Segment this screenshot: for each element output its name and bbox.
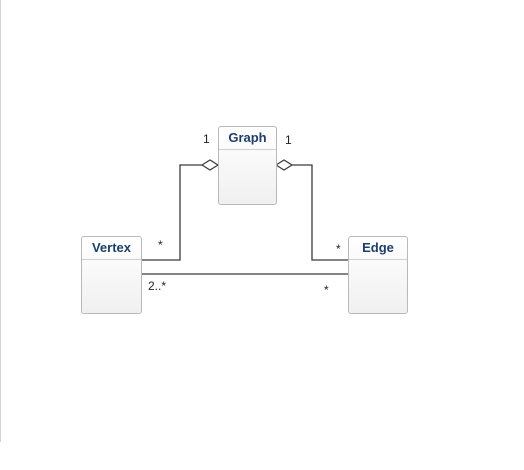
- multiplicity-graph-right: 1: [285, 133, 292, 147]
- aggregation-graph-edge: [292, 164, 348, 261]
- class-edge[interactable]: Edge: [348, 236, 408, 314]
- aggregation-diamond-left: [200, 159, 220, 171]
- multiplicity-edge-bottom: *: [324, 283, 329, 297]
- class-edge-name: Edge: [349, 237, 407, 260]
- class-graph[interactable]: Graph: [218, 126, 277, 205]
- canvas-left-border: [0, 0, 1, 442]
- multiplicity-graph-left: 1: [203, 132, 210, 146]
- multiplicity-edge-top: *: [336, 242, 341, 256]
- class-vertex[interactable]: Vertex: [81, 236, 142, 314]
- aggregation-diamond-right: [274, 159, 294, 171]
- class-graph-name: Graph: [219, 127, 276, 150]
- class-vertex-name: Vertex: [82, 237, 141, 260]
- aggregation-graph-vertex: [142, 164, 202, 261]
- multiplicity-vertex-top: *: [158, 238, 163, 252]
- multiplicity-vertex-bottom: 2..*: [148, 279, 167, 293]
